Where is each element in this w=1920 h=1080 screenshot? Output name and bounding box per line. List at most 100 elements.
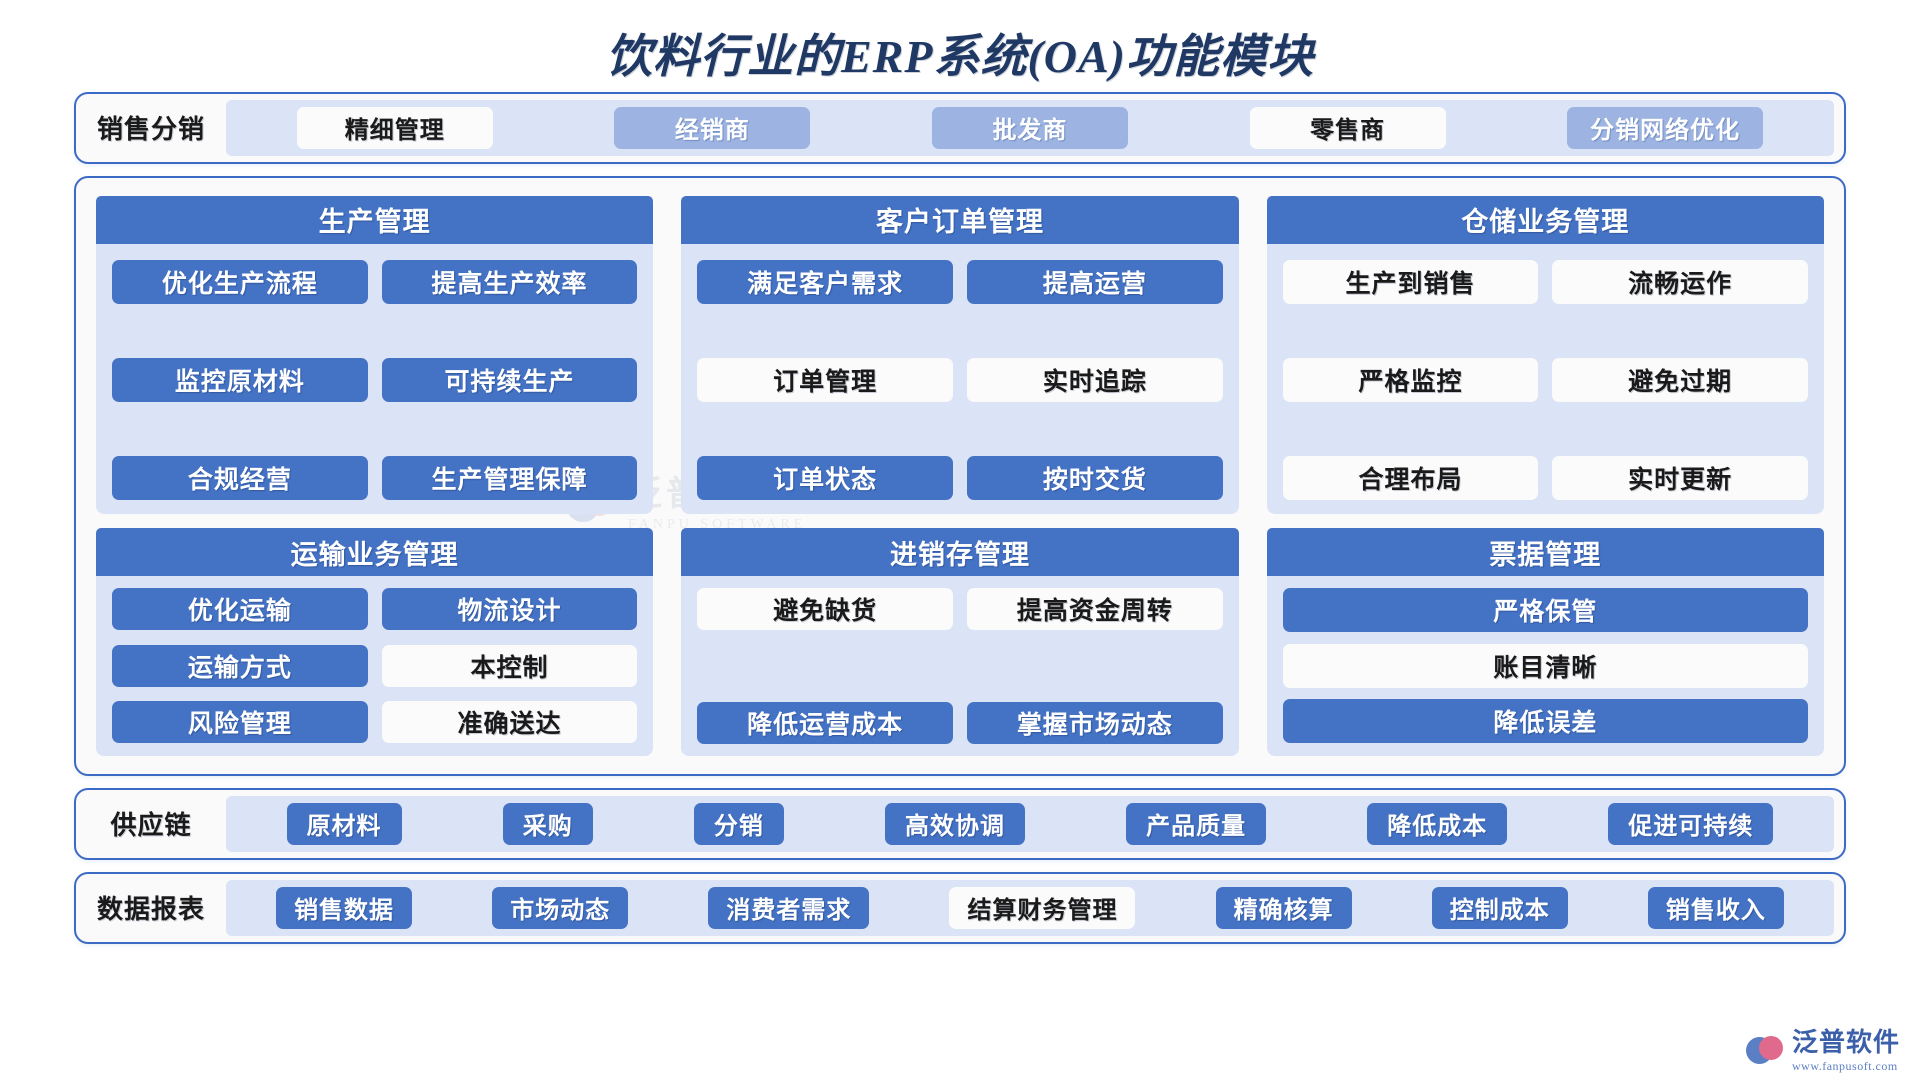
module-item-row: 订单管理实时追踪	[697, 358, 1222, 402]
module-item-chip[interactable]: 生产到销售	[1283, 260, 1539, 304]
data-reports-items: 销售数据 市场动态 消费者需求 结算财务管理 精确核算 控制成本 销售收入	[226, 880, 1834, 936]
sales-distribution-row: 销售分销 精细管理 经销商 批发商 零售商 分销网络优化	[74, 92, 1846, 164]
supply-chain-chip[interactable]: 采购	[503, 803, 593, 845]
module-item-row: 优化运输物流设计	[112, 588, 637, 630]
sales-distribution-chip[interactable]: 分销网络优化	[1567, 107, 1763, 149]
data-reports-chip[interactable]: 结算财务管理	[949, 887, 1135, 929]
module-item-chip[interactable]: 降低运营成本	[697, 702, 953, 744]
module-item-chip[interactable]: 订单管理	[697, 358, 953, 402]
module-item-chip[interactable]: 准确送达	[382, 701, 638, 743]
module-item-row: 合理布局实时更新	[1283, 456, 1808, 500]
module-body: 严格保管账目清晰降低误差	[1267, 576, 1824, 755]
module-item-chip[interactable]: 优化运输	[112, 588, 368, 630]
module-item-chip[interactable]: 实时追踪	[967, 358, 1223, 402]
module-card: 运输业务管理优化运输物流设计运输方式本控制风险管理准确送达	[96, 528, 653, 755]
data-reports-row: 数据报表 销售数据 市场动态 消费者需求 结算财务管理 精确核算 控制成本 销售收入	[74, 872, 1846, 944]
module-item-chip[interactable]: 避免缺货	[697, 588, 953, 630]
module-item-row: 订单状态按时交货	[697, 456, 1222, 500]
module-item-row: 生产到销售流畅运作	[1283, 260, 1808, 304]
brand-logo-url: www.fanpusoft.com	[1792, 1060, 1900, 1072]
modules-row-top: 生产管理优化生产流程提高生产效率监控原材料可持续生产合规经营生产管理保障客户订单…	[96, 196, 1824, 515]
module-item-row: 满足客户需求提高运营	[697, 260, 1222, 304]
supply-chain-chip[interactable]: 分销	[694, 803, 784, 845]
module-body: 优化生产流程提高生产效率监控原材料可持续生产合规经营生产管理保障	[96, 244, 653, 515]
core-modules-panel: 泛普软件 FANPU SOFTWARE 生产管理优化生产流程提高生产效率监控原材…	[74, 176, 1846, 776]
module-item-chip[interactable]: 订单状态	[697, 456, 953, 500]
module-title: 客户订单管理	[681, 196, 1238, 244]
module-item-row: 降低运营成本掌握市场动态	[697, 702, 1222, 744]
module-item-row: 优化生产流程提高生产效率	[112, 260, 637, 304]
module-body: 优化运输物流设计运输方式本控制风险管理准确送达	[96, 576, 653, 755]
module-item-chip[interactable]: 物流设计	[382, 588, 638, 630]
module-body: 满足客户需求提高运营订单管理实时追踪订单状态按时交货	[681, 244, 1238, 515]
sales-distribution-chip[interactable]: 精细管理	[297, 107, 493, 149]
module-item-row: 避免缺货提高资金周转	[697, 588, 1222, 630]
module-card: 进销存管理避免缺货提高资金周转降低运营成本掌握市场动态	[681, 528, 1238, 755]
module-card: 仓储业务管理生产到销售流畅运作严格监控避免过期合理布局实时更新	[1267, 196, 1824, 515]
module-item-chip[interactable]: 本控制	[382, 645, 638, 687]
module-title: 仓储业务管理	[1267, 196, 1824, 244]
module-item-row: 严格监控避免过期	[1283, 358, 1808, 402]
data-reports-chip[interactable]: 精确核算	[1216, 887, 1352, 929]
supply-chain-row: 供应链 原材料 采购 分销 高效协调 产品质量 降低成本 促进可持续	[74, 788, 1846, 860]
module-card: 生产管理优化生产流程提高生产效率监控原材料可持续生产合规经营生产管理保障	[96, 196, 653, 515]
data-reports-chip[interactable]: 消费者需求	[708, 887, 869, 929]
supply-chain-chip[interactable]: 原材料	[287, 803, 402, 845]
supply-chain-chip[interactable]: 产品质量	[1126, 803, 1266, 845]
module-item-chip[interactable]: 合理布局	[1283, 456, 1539, 500]
module-item-chip[interactable]: 提高生产效率	[382, 260, 638, 304]
data-reports-chip[interactable]: 市场动态	[492, 887, 628, 929]
brand-logo-name: 泛普软件	[1792, 1030, 1900, 1056]
module-item-chip[interactable]: 按时交货	[967, 456, 1223, 500]
module-title: 生产管理	[96, 196, 653, 244]
module-item-chip[interactable]: 严格保管	[1283, 588, 1808, 632]
module-item-row: 监控原材料可持续生产	[112, 358, 637, 402]
sales-distribution-chip[interactable]: 批发商	[932, 107, 1128, 149]
module-item-chip[interactable]: 严格监控	[1283, 358, 1539, 402]
module-item-chip[interactable]: 生产管理保障	[382, 456, 638, 500]
module-item-row: 运输方式本控制	[112, 645, 637, 687]
brand-logo: 泛普软件 www.fanpusoft.com	[1746, 1030, 1900, 1072]
module-item-chip[interactable]: 流畅运作	[1552, 260, 1808, 304]
supply-chain-items: 原材料 采购 分销 高效协调 产品质量 降低成本 促进可持续	[226, 796, 1834, 852]
module-item-chip[interactable]: 提高资金周转	[967, 588, 1223, 630]
sales-distribution-chip[interactable]: 零售商	[1250, 107, 1446, 149]
module-item-chip[interactable]: 避免过期	[1552, 358, 1808, 402]
supply-chain-chip[interactable]: 降低成本	[1367, 803, 1507, 845]
module-item-chip[interactable]: 满足客户需求	[697, 260, 953, 304]
module-item-row: 风险管理准确送达	[112, 701, 637, 743]
data-reports-chip[interactable]: 销售数据	[276, 887, 412, 929]
module-title: 运输业务管理	[96, 528, 653, 576]
module-item-row: 合规经营生产管理保障	[112, 456, 637, 500]
supply-chain-chip[interactable]: 促进可持续	[1608, 803, 1773, 845]
data-reports-chip[interactable]: 销售收入	[1648, 887, 1784, 929]
module-item-chip[interactable]: 掌握市场动态	[967, 702, 1223, 744]
sales-distribution-items: 精细管理 经销商 批发商 零售商 分销网络优化	[226, 100, 1834, 156]
supply-chain-label: 供应链	[76, 805, 226, 842]
module-card: 票据管理严格保管账目清晰降低误差	[1267, 528, 1824, 755]
sales-distribution-chip[interactable]: 经销商	[614, 107, 810, 149]
module-item-chip[interactable]: 风险管理	[112, 701, 368, 743]
module-title: 票据管理	[1267, 528, 1824, 576]
module-title: 进销存管理	[681, 528, 1238, 576]
supply-chain-chip[interactable]: 高效协调	[885, 803, 1025, 845]
brand-logo-icon	[1746, 1034, 1786, 1068]
module-card: 客户订单管理满足客户需求提高运营订单管理实时追踪订单状态按时交货	[681, 196, 1238, 515]
module-item-chip[interactable]: 账目清晰	[1283, 644, 1808, 688]
data-reports-chip[interactable]: 控制成本	[1432, 887, 1568, 929]
module-body: 避免缺货提高资金周转降低运营成本掌握市场动态	[681, 576, 1238, 755]
data-reports-label: 数据报表	[76, 889, 226, 926]
module-item-chip[interactable]: 提高运营	[967, 260, 1223, 304]
module-body: 生产到销售流畅运作严格监控避免过期合理布局实时更新	[1267, 244, 1824, 515]
module-item-chip[interactable]: 降低误差	[1283, 699, 1808, 743]
module-item-chip[interactable]: 合规经营	[112, 456, 368, 500]
modules-row-bottom: 运输业务管理优化运输物流设计运输方式本控制风险管理准确送达进销存管理避免缺货提高…	[96, 528, 1824, 755]
module-item-chip[interactable]: 可持续生产	[382, 358, 638, 402]
sales-distribution-label: 销售分销	[76, 109, 226, 146]
module-item-chip[interactable]: 实时更新	[1552, 456, 1808, 500]
module-item-chip[interactable]: 运输方式	[112, 645, 368, 687]
module-item-chip[interactable]: 优化生产流程	[112, 260, 368, 304]
page-title: 饮料行业的ERP系统(OA)功能模块	[0, 0, 1920, 92]
module-item-chip[interactable]: 监控原材料	[112, 358, 368, 402]
